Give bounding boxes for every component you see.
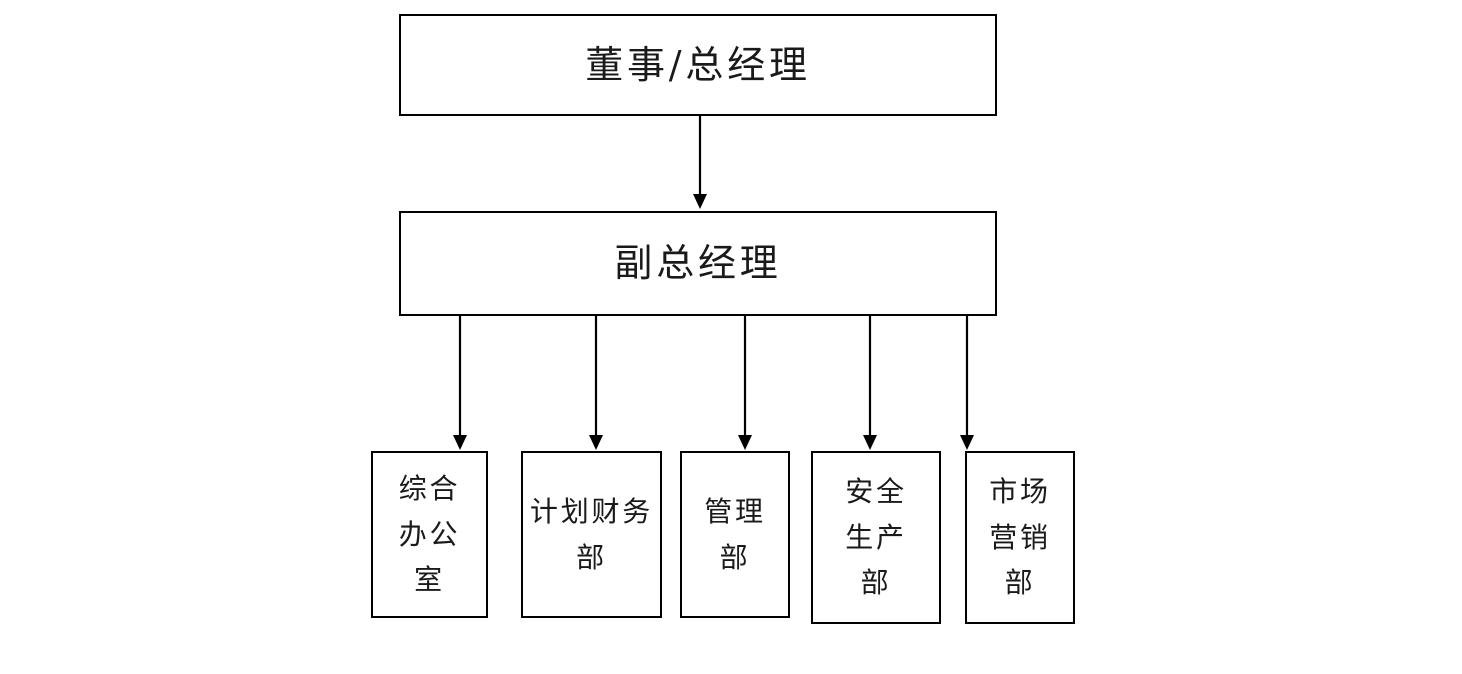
node-comprehensive-office[interactable]: 综合 办公 室	[371, 451, 488, 618]
node-planning-finance-department[interactable]: 计划财务 部	[521, 451, 662, 618]
node-deputy-general-manager[interactable]: 副总经理	[399, 211, 997, 316]
node-director-general-manager[interactable]: 董事/总经理	[399, 14, 997, 116]
node-label: 计划财务 部	[529, 495, 654, 574]
node-label: 副总经理	[614, 241, 782, 286]
node-label: 董事/总经理	[585, 42, 811, 87]
node-label: 市场 营销 部	[989, 475, 1051, 600]
node-marketing-department[interactable]: 市场 营销 部	[965, 451, 1075, 624]
node-safety-production-department[interactable]: 安全 生产 部	[811, 451, 941, 624]
node-label: 安全 生产 部	[845, 475, 907, 600]
node-label: 管理 部	[704, 495, 766, 574]
node-management-department[interactable]: 管理 部	[680, 451, 790, 618]
node-label: 综合 办公 室	[398, 472, 461, 597]
